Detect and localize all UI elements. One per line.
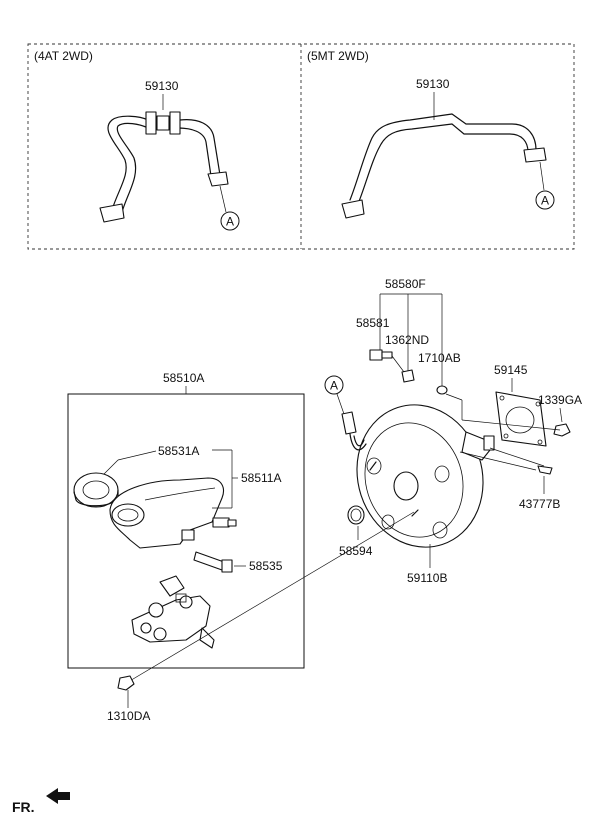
front-direction-marker: FR. <box>12 788 70 815</box>
vacuum-hose-left: 59130 A <box>99 79 240 231</box>
reservoir-cap <box>73 472 119 508</box>
label-hose-right: 59130 <box>416 77 450 91</box>
label-sensor: 58535 <box>249 559 283 573</box>
fr-label: FR. <box>12 799 35 815</box>
small-ring <box>436 385 448 395</box>
panel-left-title: (4AT 2WD) <box>34 49 93 63</box>
brake-booster <box>356 404 495 548</box>
callout-letter-left: A <box>226 215 234 229</box>
stud-bolt <box>369 349 393 361</box>
vacuum-hose-right: 59130 A <box>341 77 555 219</box>
flange-nut-right <box>553 423 571 437</box>
label-cap: 58531A <box>158 444 199 458</box>
callout-letter-booster: A <box>330 379 338 393</box>
booster-oring <box>347 505 365 525</box>
callout-circle-booster <box>324 375 344 395</box>
fluid-reservoir <box>109 477 237 549</box>
small-nut <box>401 369 415 383</box>
label-reservoir-assy: 58510A <box>163 371 204 385</box>
check-valve-pipe: A <box>324 375 367 451</box>
level-sensor <box>193 551 233 573</box>
arrow-left-icon <box>46 788 70 804</box>
label-nut-right: 1339GA <box>538 393 582 407</box>
label-bolt: 58581 <box>356 316 390 330</box>
master-cylinder <box>131 575 215 649</box>
callout-letter-right: A <box>541 194 549 208</box>
label-nut-small: 1362ND <box>385 333 429 347</box>
retaining-clip <box>537 465 553 475</box>
label-gasket: 59145 <box>494 363 528 377</box>
label-reservoir: 58511A <box>241 471 281 485</box>
assembly-line <box>127 511 415 683</box>
flange-nut-bottom <box>117 675 135 691</box>
label-ring-small: 1710AB <box>418 351 461 365</box>
callout-circle-left <box>220 211 240 231</box>
callout-circle-right <box>535 190 555 210</box>
label-oring: 58594 <box>339 544 373 558</box>
label-nut-bottom: 1310DA <box>107 709 150 723</box>
label-booster: 59110B <box>407 571 447 585</box>
panel-right-title: (5MT 2WD) <box>307 49 369 63</box>
label-clip-right: 43777B <box>519 497 560 511</box>
label-hose-left: 59130 <box>145 79 179 93</box>
label-bolt-group: 58580F <box>385 277 426 291</box>
